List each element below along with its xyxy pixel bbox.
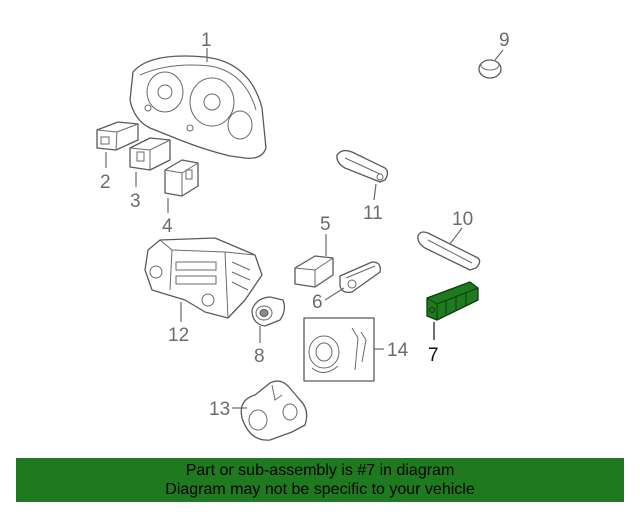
- leader-10: [449, 227, 463, 245]
- callout-1: 1: [201, 30, 212, 51]
- part-7-highlighted-switch[interactable]: [426, 281, 479, 321]
- part-9-cap[interactable]: [478, 59, 502, 79]
- leader-9: [494, 49, 504, 61]
- part-1-instrument-cluster[interactable]: [129, 55, 267, 159]
- callout-13: 13: [209, 399, 230, 420]
- callout-4: 4: [162, 216, 173, 237]
- callout-10: 10: [452, 209, 473, 230]
- callout-7: 7: [428, 345, 439, 366]
- callout-8: 8: [254, 346, 265, 367]
- callout-2: 2: [100, 172, 111, 193]
- part-12-climate-control[interactable]: [144, 237, 263, 319]
- part-2-switch[interactable]: [96, 121, 139, 151]
- part-8-socket[interactable]: [251, 296, 286, 327]
- part-10-bracket[interactable]: [417, 231, 481, 271]
- part-13-lock-cylinder[interactable]: [240, 380, 308, 441]
- banner-line-2: Diagram may not be specific to your vehi…: [165, 481, 475, 498]
- part-5-sensor[interactable]: [294, 255, 334, 288]
- info-banner: Part or sub-assembly is #7 in diagram Di…: [16, 458, 624, 502]
- part-11-bracket[interactable]: [336, 149, 389, 183]
- banner-line-1: Part or sub-assembly is #7 in diagram: [185, 462, 455, 479]
- callout-14: 14: [387, 340, 409, 361]
- callout-5: 5: [320, 214, 331, 235]
- part-3-switch[interactable]: [129, 137, 171, 171]
- part-4-switch[interactable]: [164, 159, 199, 197]
- leader-11: [373, 183, 377, 201]
- callout-3: 3: [130, 191, 141, 212]
- callout-6: 6: [312, 292, 323, 313]
- leader-6: [324, 287, 345, 301]
- part-14-ignition-switch-kit[interactable]: [303, 317, 375, 382]
- callout-11: 11: [363, 203, 383, 224]
- part-6-switch[interactable]: [339, 261, 381, 294]
- callout-12: 12: [168, 325, 189, 346]
- callout-9: 9: [499, 30, 510, 51]
